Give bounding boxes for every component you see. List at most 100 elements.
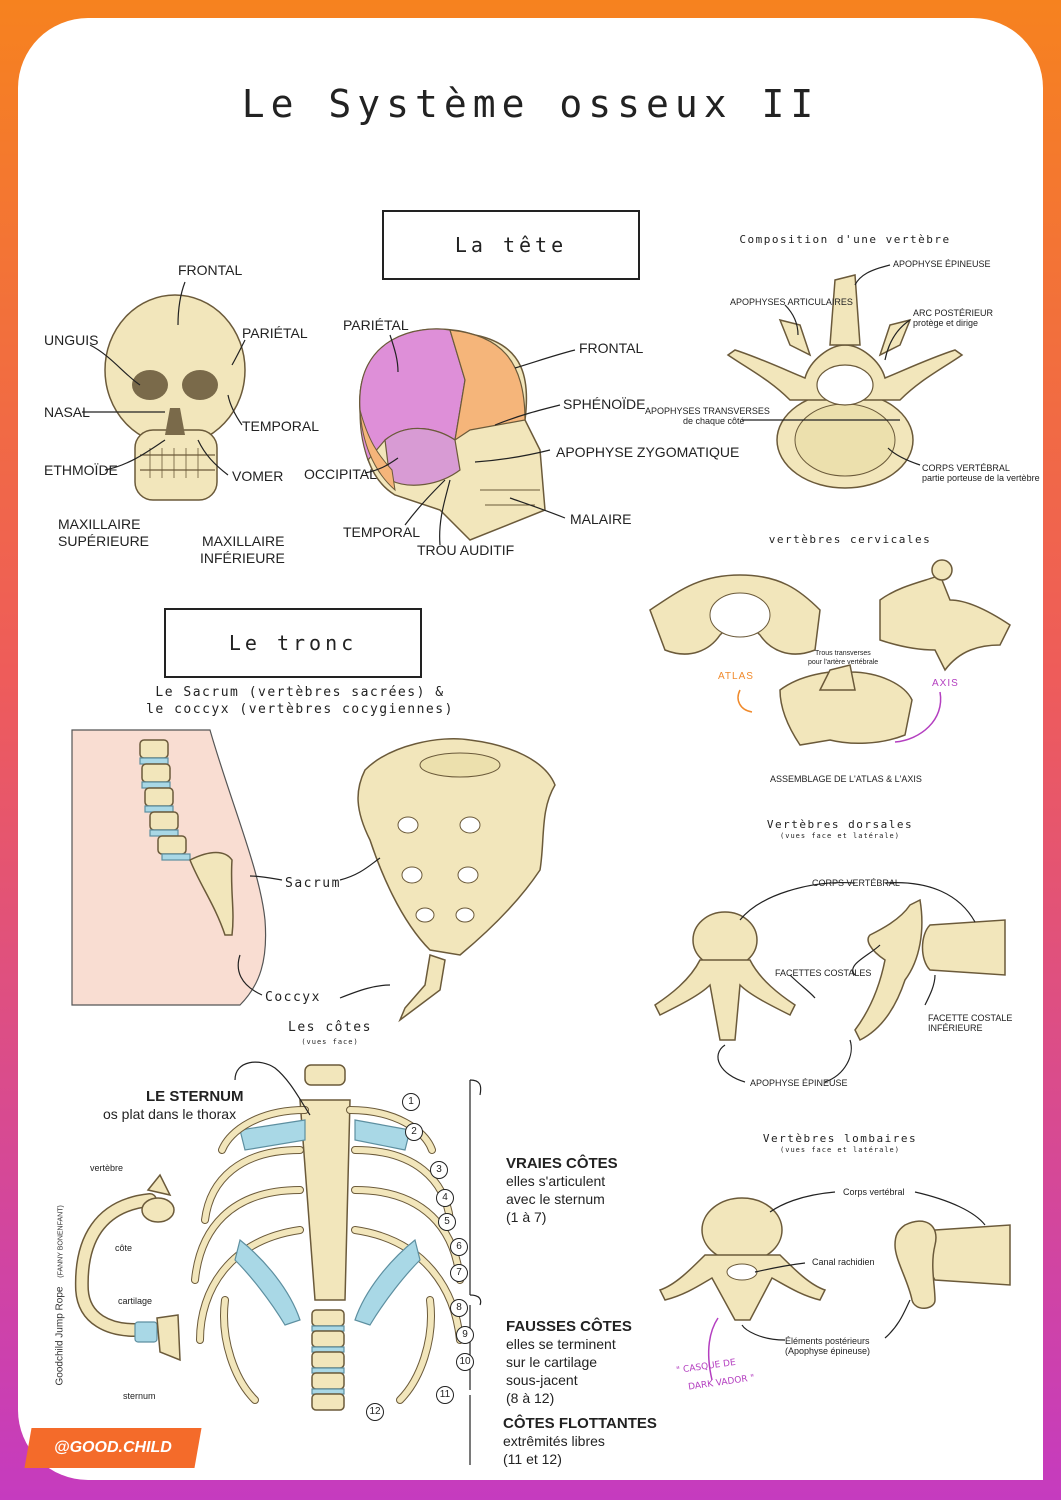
ribs-subheading: (vues face) (301, 1038, 359, 1046)
rib-number-11: 11 (436, 1386, 454, 1404)
dorsal-subheading: (vues face et latérale) (780, 832, 900, 840)
rib-number-4: 4 (436, 1189, 454, 1207)
credit-name: Goodchild Jump Rope (54, 1286, 66, 1386)
label-facettes-costales: FACETTES COSTALES (775, 968, 872, 978)
vraies-cotes-title: VRAIES CÔTES (506, 1155, 618, 1172)
label-assemblage: ASSEMBLAGE DE L'ATLAS & L'AXIS (770, 774, 922, 784)
rib-number-9: 9 (456, 1326, 474, 1344)
vertebra-composition-heading: Composition d'une vertèbre (739, 233, 951, 246)
fausses-cotes-desc-1: elles se terminent (506, 1336, 616, 1352)
label-maxillaire-sup-2: SUPÉRIEURE (58, 533, 150, 549)
rib-number-8: 8 (450, 1299, 468, 1317)
flottantes-desc-1: extrêmités libres (503, 1433, 605, 1449)
label-cote: côte (115, 1243, 133, 1253)
flottantes-title: CÔTES FLOTTANTES (503, 1415, 657, 1432)
sternum-title: LE STERNUM (146, 1088, 244, 1105)
trunk-section-heading: Le tronc (164, 608, 422, 678)
sacrum-illustration (357, 738, 556, 1023)
lumbar-heading: Vertèbres lombaires (762, 1132, 918, 1145)
credit-author: (FANNY BONENFANT) (57, 1205, 65, 1278)
credit-vertical: Goodchild Jump Rope (FANNY BONENFANT) (54, 1205, 66, 1386)
label-trous-2: pour l'artère vertébrale (808, 659, 879, 666)
label-apophyse-epineuse: APOPHYSE ÉPINEUSE (893, 259, 991, 269)
label-maxillaire-inf-1: MAXILLAIRE (202, 533, 285, 549)
label-trous-1: Trous transverses (815, 650, 871, 657)
vertebra-composition-illustration (726, 274, 964, 489)
label-occipital: OCCIPITAL (304, 466, 377, 482)
label-vomer: VOMER (232, 468, 284, 484)
ribs-heading: Les côtes (288, 1020, 372, 1035)
label-lumbar-corps: Corps vertébral (843, 1187, 905, 1197)
label-apophyses-transverses: APOPHYSES TRANSVERSES (645, 406, 770, 416)
label-trou-auditif: TROU AUDITIF (417, 542, 515, 558)
rib-number-1: 1 (402, 1093, 420, 1111)
label-nasal: NASAL (44, 404, 90, 420)
label-facette-inf-2: INFÉRIEURE (928, 1023, 983, 1033)
vraies-cotes-desc-3: (1 à 7) (506, 1209, 547, 1225)
rib-number-2: 2 (405, 1123, 423, 1141)
label-maxillaire-inf-2: INFÉRIEURE (200, 550, 285, 566)
label-corps-vertebral: CORPS VERTÉBRAL (922, 463, 1010, 473)
label-corps-vertebral-desc: partie porteuse de la vertèbre (922, 473, 1040, 483)
label-frontal-side: FRONTAL (579, 340, 644, 356)
lumbar-vertebrae-illustration (658, 1197, 1011, 1321)
label-dorsal-apophyse: APOPHYSE ÉPINEUSE (750, 1078, 848, 1088)
label-temporal-front: TEMPORAL (242, 418, 320, 434)
label-maxillaire-sup-1: MAXILLAIRE (58, 516, 141, 532)
brand-tag[interactable]: @GOOD.CHILD (24, 1428, 202, 1468)
label-canal-rachidien: Canal rachidien (812, 1257, 875, 1267)
sternum-desc: os plat dans le thorax (103, 1106, 237, 1122)
rib-number-5: 5 (438, 1213, 456, 1231)
rib-cage-illustration (191, 1064, 464, 1411)
label-apophyses-transverses-desc: de chaque côté (683, 416, 745, 426)
rib-number-7: 7 (450, 1264, 468, 1282)
brand-tag-text: @GOOD.CHILD (54, 1439, 172, 1456)
rib-number-6: 6 (450, 1238, 468, 1256)
label-frontal-front: FRONTAL (178, 262, 243, 278)
cervical-vertebrae-illustration (649, 559, 1011, 746)
skull-side-illustration (359, 328, 546, 541)
leader-lines (82, 264, 986, 1465)
label-coccyx: Coccyx (265, 990, 321, 1005)
fausses-cotes-title: FAUSSES CÔTES (506, 1318, 632, 1335)
label-parietal-side: PARIÉTAL (343, 317, 409, 333)
fausses-cotes-desc-3: sous-jacent (506, 1372, 578, 1388)
label-arc-posterieur: ARC POSTÉRIEUR (913, 308, 994, 318)
single-rib-illustration (74, 1173, 181, 1362)
label-sacrum: Sacrum (285, 876, 341, 891)
label-vertebre: vertèbre (90, 1163, 124, 1173)
label-dorsal-corps: CORPS VERTÉBRAL (812, 878, 900, 888)
label-axis: AXIS (932, 678, 959, 689)
atlas-axis-arrows (707, 689, 942, 1381)
fausses-cotes-desc-4: (8 à 12) (506, 1390, 555, 1406)
label-temporal-side: TEMPORAL (343, 524, 421, 540)
label-zygomatique: APOPHYSE ZYGOMATIQUE (556, 444, 740, 460)
label-unguis: UNGUIS (44, 332, 99, 348)
cervical-heading: vertèbres cervicales (768, 533, 932, 546)
label-sternum-small: sternum (123, 1391, 156, 1401)
label-elements-1: Éléments postérieurs (785, 1336, 870, 1346)
label-ethmoide: ETHMOÏDE (44, 462, 118, 478)
vraies-cotes-desc-2: avec le sternum (506, 1191, 605, 1207)
label-sphenoide: SPHÉNOÏDE (563, 396, 646, 412)
fausses-cotes-desc-2: sur le cartilage (506, 1354, 598, 1370)
label-cartilage: cartilage (118, 1296, 153, 1306)
label-facette-inf-1: FACETTE COSTALE (928, 1013, 1013, 1023)
sacrum-title-2: le coccyx (vertèbres cocygiennes) (146, 702, 454, 717)
flottantes-desc-2: (11 et 12) (503, 1451, 562, 1467)
poster-title: Le Système osseux II (241, 82, 820, 126)
rib-number-10: 10 (456, 1353, 474, 1371)
rib-number-3: 3 (430, 1161, 448, 1179)
label-elements-2: (Apophyse épineuse) (785, 1346, 871, 1356)
label-malaire: MALAIRE (570, 511, 632, 527)
dorsal-vertebrae-illustration (654, 898, 1006, 1042)
torso-profile-illustration (71, 729, 267, 1006)
sacrum-title-1: Le Sacrum (vertèbres sacrées) & (155, 685, 445, 700)
label-atlas: ATLAS (718, 671, 754, 682)
lumbar-subheading: (vues face et latérale) (780, 1146, 900, 1154)
label-apophyses-articulaires: APOPHYSES ARTICULAIRES (730, 297, 853, 307)
dorsal-heading: Vertèbres dorsales (766, 818, 914, 831)
skull-front-illustration (104, 294, 246, 501)
vraies-cotes-desc-1: elles s'articulent (506, 1173, 606, 1189)
